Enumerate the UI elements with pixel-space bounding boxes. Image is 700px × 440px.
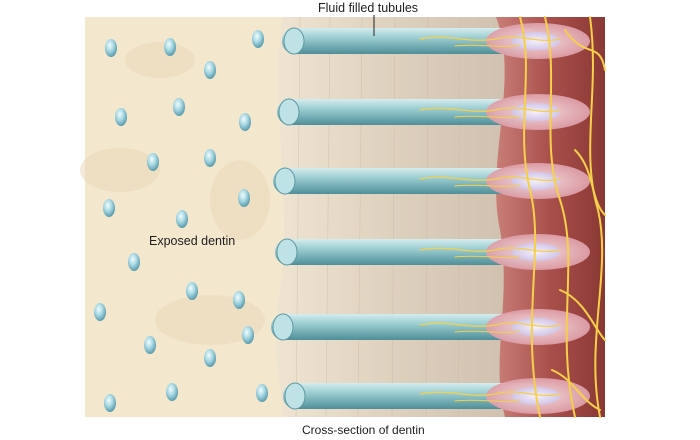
nerve-fiber-in-tubule [454, 330, 521, 333]
cell-nucleus [512, 243, 560, 261]
nerve-fiber [574, 149, 606, 216]
tubules-group [271, 27, 540, 410]
nerve-fiber-in-tubule [454, 399, 521, 402]
dentin-band [275, 17, 520, 417]
nerve-fiber-in-tubule [454, 255, 521, 258]
tubule-opening [283, 27, 305, 55]
cell-nucleus [512, 172, 560, 190]
fluid-droplet-icon [242, 326, 254, 344]
fluid-droplet-icon [128, 253, 140, 271]
fluid-filled-tubule [275, 239, 540, 265]
fluid-droplet-icon [147, 153, 159, 171]
fluid-droplet-icon [115, 108, 127, 126]
cell-nucleus [512, 103, 560, 121]
fluid-filled-tubule [283, 383, 540, 409]
nerve-fiber [519, 16, 541, 418]
fluid-droplets [94, 30, 268, 412]
nerve-fiber-in-tubule [419, 36, 561, 41]
nerve-fiber-in-tubule [419, 322, 561, 327]
tubules-label: Fluid filled tubules [318, 1, 419, 15]
tubule-opening [274, 167, 296, 195]
fluid-filled-tubule [277, 99, 540, 125]
exposed-dentin-label: Exposed dentin [149, 234, 236, 248]
fluid-droplet-icon [204, 349, 216, 367]
fluid-droplet-icon [204, 149, 216, 167]
fluid-droplet-icon [104, 394, 116, 412]
cell-nucleus [512, 318, 560, 336]
fluid-droplet-icon [94, 303, 106, 321]
dentin-band-striations [295, 16, 461, 418]
tubule-opening [276, 238, 298, 266]
nerve-fiber-in-tubule [419, 107, 561, 112]
nerve-fiber-in-tubule [419, 391, 561, 396]
fluid-droplet-icon [176, 210, 188, 228]
fluid-filled-tubule [271, 314, 540, 340]
nerve-fiber-in-tubule [454, 184, 521, 187]
nerve-fiber [544, 16, 576, 418]
nerve-fiber-in-tubule [454, 44, 521, 47]
fluid-droplet-icon [233, 291, 245, 309]
fluid-droplet-icon [204, 61, 216, 79]
fluid-droplet-icon [252, 30, 264, 48]
fluid-droplet-icon [239, 113, 251, 131]
nerve-fiber-in-tubule [419, 176, 561, 181]
fluid-droplet-icon [164, 38, 176, 56]
cell-nucleus [512, 32, 560, 50]
tubule-opening [284, 382, 306, 410]
fluid-droplet-icon [238, 189, 250, 207]
nerve-fiber [559, 289, 606, 341]
tubule-opening [272, 313, 294, 341]
nerve-fiber [551, 369, 601, 411]
fluid-filled-tubule [273, 168, 540, 194]
fluid-droplet-icon [173, 98, 185, 116]
nerve-fiber [564, 29, 606, 71]
nerve-fiber-in-tubule [419, 247, 561, 252]
fluid-droplet-icon [256, 384, 268, 402]
fluid-filled-tubule [282, 28, 540, 54]
figure-caption: Cross-section of dentin [302, 423, 425, 437]
fluid-droplet-icon [144, 336, 156, 354]
fluid-droplet-icon [166, 383, 178, 401]
nerve-fiber-in-tubule [454, 115, 521, 118]
fluid-droplet-icon [186, 282, 198, 300]
nerve-fiber [589, 16, 604, 418]
tubule-opening [278, 98, 300, 126]
nerve-fibers [419, 16, 606, 418]
fluid-droplet-icon [105, 39, 117, 57]
fluid-droplet-icon [103, 199, 115, 217]
